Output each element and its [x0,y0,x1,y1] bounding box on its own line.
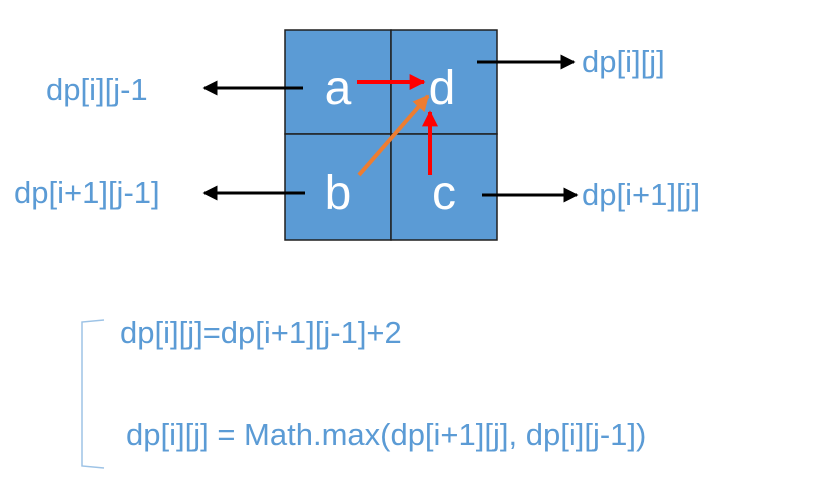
left-brace [81,319,105,469]
cell-c [390,133,498,241]
label-b: dp[i+1][j-1] [14,175,160,210]
cell-a-letter: a [325,62,352,115]
dp-grid [284,29,498,241]
arrow-b-to-d [357,94,430,177]
formula-case2: dp[i][j] = Math.max(dp[i+1][j], dp[i][j-… [126,417,646,452]
cell-b [284,133,392,241]
label-a: dp[i][j-1 [46,72,148,107]
cell-c-letter: c [432,167,456,220]
label-c: dp[i+1][j] [582,177,700,212]
cell-b-letter: b [325,167,352,220]
label-d: dp[i][j] [582,44,665,79]
formula-case1: dp[i][j]=dp[i+1][j-1]+2 [120,315,402,350]
cell-d-letter: d [429,62,456,115]
